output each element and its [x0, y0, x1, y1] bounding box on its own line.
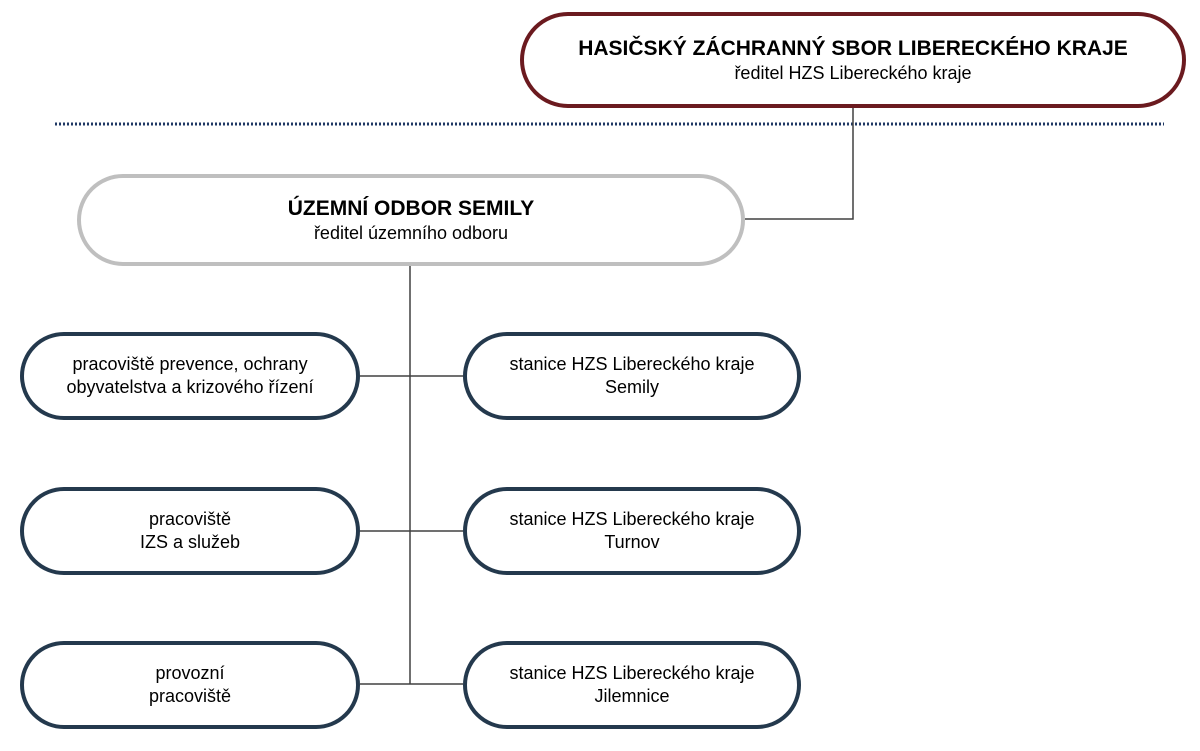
station-jilemnice: stanice HZS Libereckého kraje Jilemnice [463, 641, 801, 729]
hq-to-dept-connector [745, 108, 854, 220]
unit-line: Jilemnice [594, 686, 670, 706]
department-subtitle: ředitel územního odboru [313, 222, 509, 243]
unit-line: obyvatelstva a krizového řízení [66, 377, 314, 397]
unit-line: pracoviště [148, 686, 232, 706]
department-title: ÚZEMNÍ ODBOR SEMILY [287, 196, 535, 220]
unit-line: stanice HZS Libereckého kraje [509, 353, 755, 374]
unit-izs: pracoviště IZS a služeb [20, 487, 360, 575]
unit-prevention: pracoviště prevence, ochrany obyvatelstv… [20, 332, 360, 420]
headquarters-subtitle: ředitel HZS Libereckého kraje [734, 62, 972, 83]
unit-line: provozní [155, 662, 225, 683]
headquarters-node: HASIČSKÝ ZÁCHRANNÝ SBOR LIBERECKÉHO KRAJ… [520, 12, 1186, 108]
station-turnov: stanice HZS Libereckého kraje Turnov [463, 487, 801, 575]
unit-operations: provozní pracoviště [20, 641, 360, 729]
unit-line: stanice HZS Libereckého kraje [509, 508, 755, 529]
unit-line: Semily [604, 377, 659, 397]
unit-line: pracoviště [148, 508, 232, 529]
station-semily: stanice HZS Libereckého kraje Semily [463, 332, 801, 420]
department-node: ÚZEMNÍ ODBOR SEMILY ředitel územního odb… [77, 174, 745, 266]
unit-line: Turnov [604, 532, 660, 552]
unit-line: stanice HZS Libereckého kraje [509, 662, 755, 683]
unit-line: IZS a služeb [139, 532, 241, 552]
headquarters-title: HASIČSKÝ ZÁCHRANNÝ SBOR LIBERECKÉHO KRAJ… [578, 36, 1128, 60]
unit-line: pracoviště prevence, ochrany [72, 353, 308, 374]
